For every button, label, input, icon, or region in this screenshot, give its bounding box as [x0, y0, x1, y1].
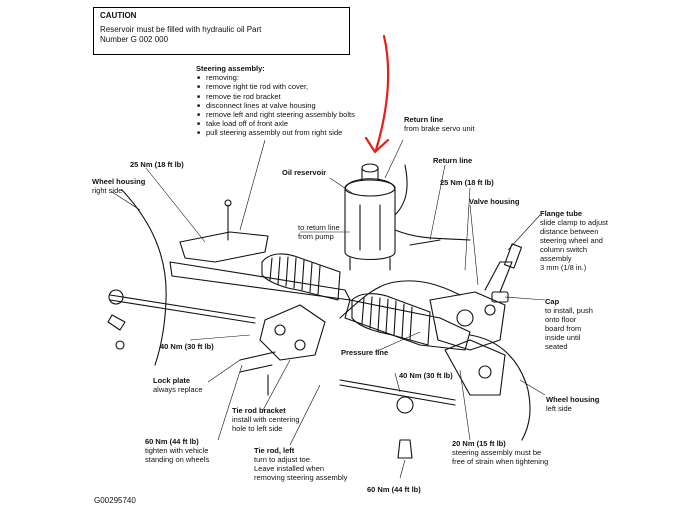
- cap-line: board from: [545, 324, 582, 333]
- tie-rod-right: [107, 289, 256, 350]
- label-valve-housing: Valve housing: [469, 197, 520, 206]
- oil-reservoir-drawing: [344, 163, 396, 271]
- label-torque-25-right: 25 Nm (18 ft lb): [440, 178, 494, 187]
- tie-rod-left-title: Tie rod, left: [254, 446, 295, 455]
- tie-rod-left-line: turn to adjust toe.: [254, 455, 312, 464]
- label-flange-tube: Flange tube slide clamp to adjust distan…: [540, 209, 608, 272]
- bellows-right: [261, 253, 341, 301]
- to-return-line-1: to return line: [298, 223, 340, 232]
- cap-line: to install, push: [545, 306, 593, 315]
- step-item: removing:: [206, 73, 355, 82]
- cap-line: onto floor: [545, 315, 577, 324]
- leader-lines: [111, 139, 546, 479]
- label-torque-40-left: 40 Nm (30 ft lb): [160, 342, 214, 351]
- tie-rod-bracket-title: Tie rod bracket: [232, 406, 286, 415]
- cap-title: Cap: [545, 297, 560, 306]
- caution-title: CAUTION: [100, 11, 137, 20]
- label-torque-25-top: 25 Nm (18 ft lb): [130, 160, 184, 169]
- tie-rod-bracket-line: install with centering: [232, 415, 300, 424]
- wheel-housing-left-sub: left side: [546, 404, 572, 413]
- bellows-left: [351, 293, 431, 346]
- torque-20-title: 20 Nm (15 ft lb): [452, 439, 506, 448]
- label-return-line-mid: Return line: [433, 156, 473, 165]
- torque-60-left-line: tighten with vehicle: [145, 446, 209, 455]
- flange-tube-line: column switch: [540, 245, 588, 254]
- torque-60-left-title: 60 Nm (44 ft lb): [145, 437, 199, 446]
- label-to-return-line: to return line from pump: [298, 223, 340, 241]
- label-torque-60-bottom: 60 Nm (44 ft lb): [367, 485, 421, 494]
- steering-assembly-steps: Steering assembly: removing: remove righ…: [196, 64, 355, 138]
- tie-rod-left-line: removing steering assembly: [254, 473, 348, 482]
- to-return-line-2: from pump: [298, 232, 334, 241]
- label-tie-rod-left: Tie rod, left turn to adjust toe. Leave …: [254, 446, 347, 482]
- caution-line-2: Number G 002 000: [100, 35, 169, 44]
- label-torque-20: 20 Nm (15 ft lb) steering assembly must …: [452, 439, 548, 466]
- return-line-top-title: Return line: [404, 115, 444, 124]
- label-wheel-housing-left: Wheel housing left side: [546, 395, 599, 413]
- torque-20-line: free of strain when tightening: [452, 457, 549, 466]
- diagram-drawing: [107, 163, 531, 459]
- step-item: remove left and right steering assembly …: [206, 110, 355, 119]
- cap-line: seated: [545, 342, 568, 351]
- label-pressure-line: Pressure line: [341, 348, 389, 357]
- cap-line: inside until: [545, 333, 581, 342]
- flange-tube-line: distance between: [540, 227, 599, 236]
- wheel-housing-right-sub: right side: [92, 186, 123, 195]
- label-tie-rod-bracket: Tie rod bracket install with centering h…: [232, 406, 300, 433]
- label-torque-60-left: 60 Nm (44 ft lb) tighten with vehicle st…: [145, 437, 209, 464]
- label-cap: Cap to install, push onto floor board fr…: [545, 297, 593, 351]
- tie-rod-left: [339, 379, 456, 459]
- label-torque-40-mid: 40 Nm (30 ft lb): [399, 371, 453, 380]
- lock-plate-sub: always replace: [153, 385, 203, 394]
- tie-rod-bracket-line: hole to left side: [232, 424, 283, 433]
- wheel-housing-left-title: Wheel housing: [546, 395, 600, 404]
- torque-60-left-line: standing on wheels: [145, 455, 210, 464]
- label-lock-plate: Lock plate always replace: [153, 376, 203, 394]
- flange-tube-line: steering wheel and: [540, 236, 603, 245]
- flange-tube-line: 3 mm (1/8 in.): [540, 263, 587, 272]
- return-line-top-sub: from brake servo unit: [404, 124, 475, 133]
- wheel-housing-right-title: Wheel housing: [92, 177, 146, 186]
- lock-plate-title: Lock plate: [153, 376, 191, 385]
- step-item: pull steering assembly out from right si…: [206, 128, 355, 137]
- flange-tube-line: slide clamp to adjust: [540, 218, 608, 227]
- step-item: disconnect lines at valve housing: [206, 101, 355, 110]
- tie-rod-left-line: Leave installed when: [254, 464, 325, 473]
- label-wheel-housing-right: Wheel housing right side: [92, 177, 145, 195]
- label-return-line-top: Return line from brake servo unit: [404, 115, 474, 133]
- red-annotation-arrow: [364, 34, 390, 154]
- figure-code: G00295740: [94, 496, 136, 505]
- step-item: remove tie rod bracket: [206, 92, 355, 101]
- label-oil-reservoir: Oil reservoir: [282, 168, 327, 177]
- torque-20-line: steering assembly must be: [452, 448, 542, 457]
- steps-list: removing: remove right tie rod with cove…: [196, 73, 355, 137]
- step-item: take load off of front axle: [206, 119, 355, 128]
- step-item: remove right tie rod with cover,: [206, 82, 355, 91]
- flange-tube-line: assembly: [540, 254, 572, 263]
- steps-heading: Steering assembly:: [196, 64, 265, 73]
- caution-line-1: Reservoir must be filled with hydraulic …: [100, 25, 262, 34]
- flange-tube-title: Flange tube: [540, 209, 583, 218]
- caution-box: CAUTION Reservoir must be filled with hy…: [93, 7, 350, 55]
